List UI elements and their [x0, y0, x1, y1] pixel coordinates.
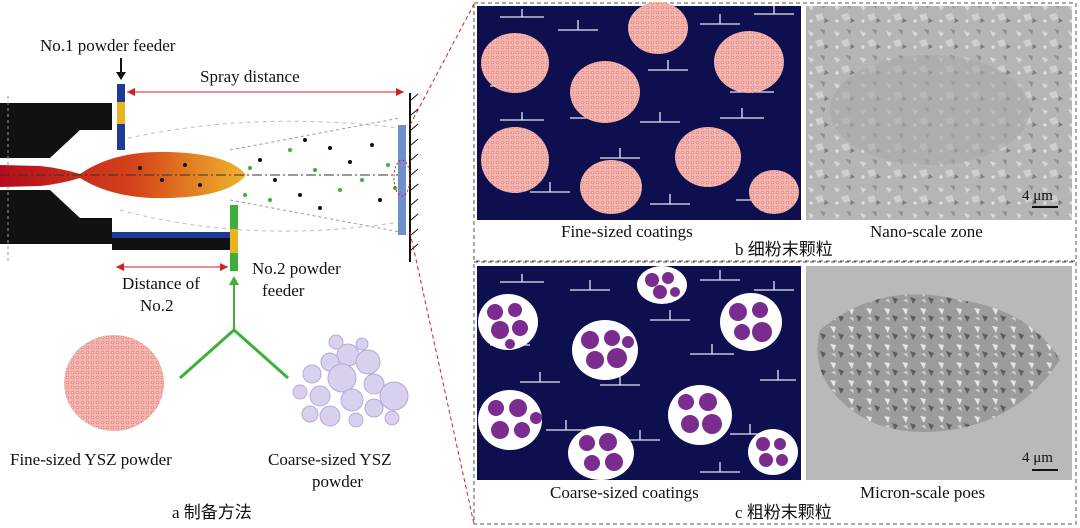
- coarse-powder-cluster: [292, 334, 409, 428]
- feeder2-tube: [230, 229, 238, 253]
- panel-b-caption: b 细粉末颗粒: [735, 240, 833, 259]
- panel-c-caption: c 粗粉末颗粒: [735, 503, 832, 522]
- spray-distance-label: Spray distance: [200, 67, 300, 86]
- coarse-coatings-label: Coarse-sized coatings: [550, 483, 699, 502]
- feeder1-label: No.1 powder feeder: [40, 36, 176, 55]
- powder-split-lines: [179, 328, 289, 380]
- feeder2-bottom: [230, 253, 238, 271]
- panel-b: 4 μm Fine-sized coatings Nano-scale zone…: [473, 2, 1077, 262]
- coarse-coating-particles: [478, 266, 798, 480]
- sprayed-particles: [138, 138, 397, 210]
- substrate-hatch: [410, 93, 419, 251]
- feeder1-bottom: [117, 124, 125, 150]
- coarse-powder-label-line2: powder: [312, 472, 363, 491]
- panel-c: 4 μm Coarse-sized coatings Micron-scale …: [473, 261, 1077, 525]
- feeder1-tube: [117, 102, 125, 124]
- fine-coating-particles: [481, 2, 799, 214]
- feeder2-label-line1: No.2 powder: [252, 259, 341, 278]
- fine-coatings-label: Fine-sized coatings: [561, 222, 693, 241]
- coarse-particle-6: [668, 385, 732, 445]
- distance-no2-label-line1: Distance of: [122, 274, 200, 293]
- panel-a-caption: a 制备方法: [172, 503, 252, 522]
- zoom-line-bottom: [409, 231, 475, 525]
- spray-gun-lower-blue: [112, 232, 232, 238]
- panel-c-frame: [473, 261, 1077, 525]
- feeder1-top: [117, 84, 125, 102]
- coarse-particle-7: [568, 426, 634, 480]
- zoom-line-top: [409, 3, 475, 126]
- feeder2-top: [230, 205, 238, 229]
- coarse-coating-splats: [490, 270, 796, 473]
- zoom-circle: [393, 159, 411, 197]
- coarse-particle-8: [748, 429, 798, 475]
- spray-gun-body: [0, 103, 112, 244]
- panel-a: No.1 powder feeder Spray distance No.2 p…: [0, 36, 419, 522]
- feeder1-arrowhead: [116, 72, 126, 80]
- coarse-particle-5: [478, 390, 542, 450]
- spray-envelope: [119, 120, 401, 232]
- micron-pore-region: [817, 294, 1060, 432]
- spray-cone: [229, 117, 401, 233]
- coarse-powder-label-line1: Coarse-sized YSZ: [268, 450, 392, 469]
- fine-powder-label: Fine-sized YSZ powder: [10, 450, 172, 469]
- scale-bar-b-label: 4 μm: [1022, 188, 1053, 204]
- nano-zone-label: Nano-scale zone: [870, 222, 983, 241]
- coarse-particle-4: [720, 293, 782, 351]
- scale-bar-c-label: 4 μm: [1022, 450, 1053, 466]
- coarse-particle-3: [572, 320, 638, 380]
- micron-pores-label: Micron-scale poes: [860, 483, 985, 502]
- panel-b-frame: [473, 2, 1077, 262]
- coating-layer: [398, 125, 406, 235]
- coarse-particle-1: [637, 266, 687, 304]
- coarse-particle-2: [478, 294, 538, 350]
- fine-powder-particle: [64, 335, 164, 431]
- nano-zone-region: [830, 55, 1030, 165]
- feeder2-arrowhead: [229, 276, 239, 285]
- distance-no2-label-line2: No.2: [140, 296, 174, 315]
- feeder2-label-line2: feeder: [262, 281, 305, 300]
